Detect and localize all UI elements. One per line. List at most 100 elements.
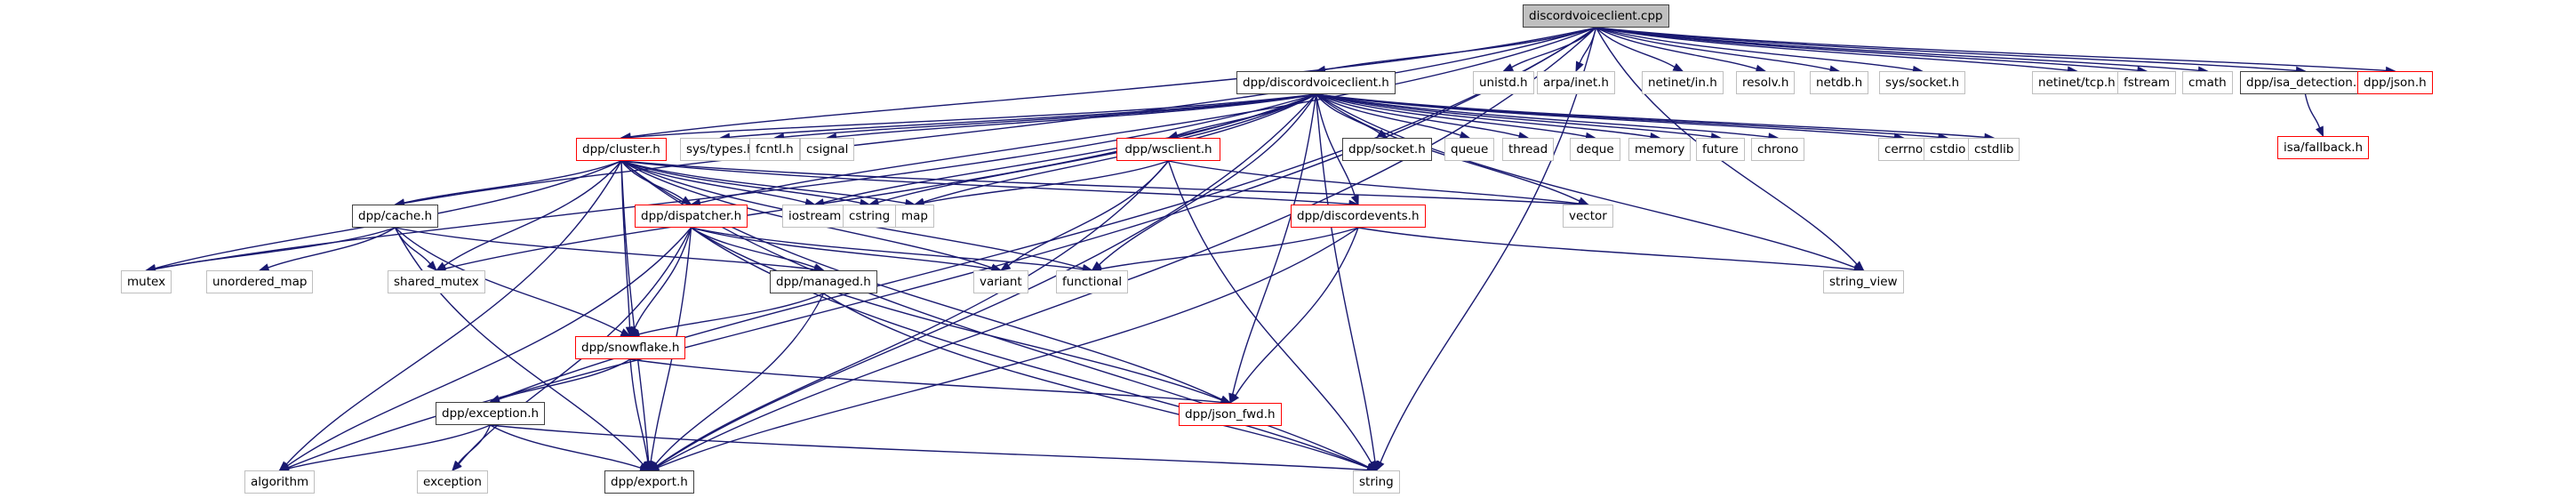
arrowhead-icon [435, 261, 447, 271]
node-wsclient[interactable]: dpp/wsclient.h [1116, 138, 1220, 161]
node-thread: thread [1502, 138, 1555, 161]
node-isa-detection[interactable]: dpp/isa_detection.h [2240, 71, 2371, 94]
arrowhead-icon [1672, 63, 1684, 72]
node-discordvoiceclient-h[interactable]: dpp/discordvoiceclient.h [1236, 71, 1396, 94]
edge-root-to-cache [404, 27, 1596, 205]
edge-root-to-netdb [1596, 27, 1831, 70]
node-functional: functional [1056, 270, 1129, 293]
node-mutex: mutex [121, 270, 172, 293]
edge-exception_h-to-exception [457, 424, 492, 464]
edge-discordvoiceclient_h-to-shared_mutex [444, 93, 1316, 269]
edge-dispatcher-to-algorithm [286, 227, 692, 467]
edge-cluster-to-json_fwd [620, 160, 1223, 400]
edge-root-to-dispatcher [700, 27, 1596, 204]
node-cstdio: cstdio [1924, 138, 1972, 161]
node-csignal: csignal [800, 138, 855, 161]
node-iostream: iostream [782, 205, 848, 228]
arrowhead-icon [2316, 125, 2324, 138]
edge-root-to-cmath [1596, 27, 2199, 71]
edge-discordvoiceclient_h-to-future [1316, 93, 1712, 138]
edge-snowflake-to-exception_h [498, 358, 631, 400]
node-socket-h[interactable]: dpp/socket.h [1342, 138, 1432, 161]
edge-discordvoiceclient_h-to-cstdio [1316, 93, 1940, 139]
edge-root-to-json_h [1596, 27, 2387, 72]
edge-dispatcher-to-export [650, 227, 692, 462]
node-dispatcher[interactable]: dpp/dispatcher.h [635, 205, 748, 228]
edge-dispatcher-to-json_fwd [691, 227, 1222, 401]
edge-cluster-to-cstring [620, 160, 861, 204]
arrowhead-icon [1377, 129, 1388, 139]
node-isa-fallback[interactable]: isa/fallback.h [2277, 136, 2370, 159]
node-json-fwd[interactable]: dpp/json_fwd.h [1179, 403, 1282, 426]
edge-cluster-to-vector [620, 160, 1580, 205]
node-snowflake[interactable]: dpp/snowflake.h [575, 336, 686, 359]
node-arpa-inet: arpa/inet.h [1537, 71, 1615, 94]
edge-discordvoiceclient_h-to-discordevents [1315, 93, 1356, 197]
edge-root-to-netinet_tcp [1596, 27, 2068, 71]
node-root[interactable]: discordvoiceclient.cpp [1523, 4, 1669, 28]
node-map: map [895, 205, 934, 228]
edge-discordvoiceclient_h-to-queue [1316, 93, 1461, 136]
node-shared-mutex: shared_mutex [388, 270, 485, 293]
edge-discordvoiceclient_h-to-deque [1316, 93, 1587, 138]
edge-discordvoiceclient_h-to-export [656, 93, 1317, 467]
node-algorithm: algorithm [244, 470, 316, 494]
edge-cache-to-mutex [155, 227, 396, 269]
edge-wsclient-to-map [923, 160, 1169, 204]
node-memory: memory [1628, 138, 1692, 161]
arrowhead-icon [1229, 392, 1240, 405]
node-exception-h[interactable]: dpp/exception.h [436, 402, 546, 425]
edge-cache-to-unordered_map [268, 227, 396, 269]
node-exception: exception [417, 470, 488, 494]
edge-root-to-unistd [1511, 27, 1596, 68]
edge-cluster-to-map [620, 160, 907, 205]
edge-dispatcher-to-functional [691, 227, 1084, 270]
edge-root-to-isa_detection [1596, 27, 2297, 72]
node-discordevents[interactable]: dpp/discordevents.h [1291, 205, 1426, 228]
edge-dispatcher-to-variant [691, 227, 993, 270]
edge-discordvoiceclient_h-to-cstring [877, 93, 1316, 204]
edge-discordvoiceclient_h-to-fcntl [783, 93, 1316, 138]
edge-discordvoiceclient_h-to-cluster [629, 93, 1316, 139]
edge-managed-to-snowflake [638, 293, 824, 335]
edge-dispatcher-to-exception [458, 227, 692, 465]
node-cluster[interactable]: dpp/cluster.h [576, 138, 667, 161]
edge-wsclient-to-export [656, 160, 1170, 467]
edge-discordvoiceclient_h-to-string_view [1316, 93, 1856, 269]
node-future: future [1696, 138, 1745, 161]
arrowhead-icon [1575, 60, 1584, 73]
node-managed[interactable]: dpp/managed.h [770, 270, 877, 293]
node-cstring: cstring [843, 205, 897, 228]
edge-root-to-cluster [629, 27, 1596, 138]
edge-snowflake-to-json_fwd [629, 358, 1222, 403]
edge-discordvoiceclient_h-to-thread [1316, 93, 1520, 137]
arrowhead-icon [648, 461, 660, 471]
edge-cluster-to-iostream [620, 160, 806, 204]
node-string-view: string_view [1823, 270, 1904, 293]
edge-discordvoiceclient_h-to-functional [1098, 93, 1317, 266]
node-cache[interactable]: dpp/cache.h [352, 205, 439, 228]
arrowhead-icon [999, 261, 1012, 271]
edge-root-to-string [1380, 27, 1597, 463]
node-netinet-tcp: netinet/tcp.h [2032, 71, 2122, 94]
edge-cluster-to-discordevents [620, 160, 1350, 205]
node-json-h[interactable]: dpp/json.h [2357, 71, 2433, 94]
node-export[interactable]: dpp/export.h [604, 470, 694, 494]
edge-root-to-discordvoiceclient_h [1324, 27, 1596, 71]
edge-dispatcher-to-snowflake [634, 227, 692, 329]
edge-dispatcher-to-managed [691, 227, 816, 269]
edge-discordvoiceclient_h-to-cstdlib [1316, 93, 1986, 139]
edge-discordevents-to-string_view [1357, 227, 1855, 270]
edge-root-to-sys_socket [1596, 27, 1914, 71]
node-sys-socket: sys/socket.h [1879, 71, 1966, 94]
arrowhead-icon [620, 328, 632, 337]
node-string: string [1353, 470, 1400, 494]
node-cstdlib: cstdlib [1968, 138, 2020, 161]
node-cerrno: cerrno [1878, 138, 1930, 161]
node-resolv: resolv.h [1736, 71, 1796, 94]
edge-discordvoiceclient_h-to-memory [1316, 93, 1652, 138]
edge-cluster-to-shared_mutex [444, 160, 622, 267]
edge-exception_h-to-export [490, 424, 642, 469]
edge-root-to-resolv [1596, 27, 1757, 70]
edge-wsclient-to-vector [1168, 160, 1580, 205]
